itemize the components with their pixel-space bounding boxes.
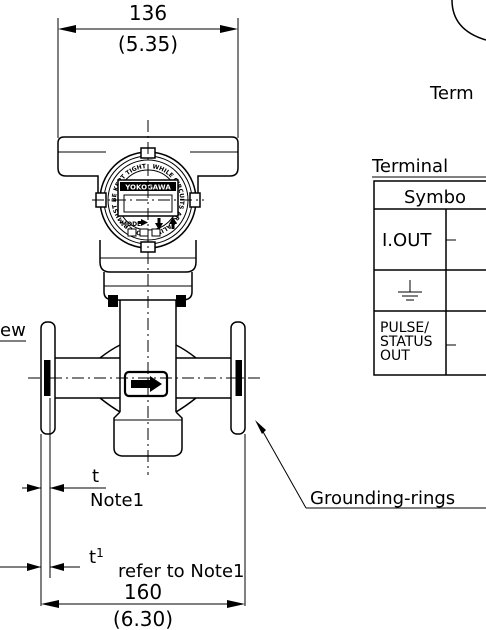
t1-label: t1 [89, 546, 104, 568]
t-label: t [92, 466, 99, 487]
grounding-arrow [255, 420, 266, 434]
top-dim-mm: 136 [129, 1, 167, 25]
right-side-partial: Term Terminal Symbo I.OUT PULSE/ STATUS … [371, 0, 486, 376]
term-title-fragment: Term [429, 83, 474, 104]
note1-label: Note1 [90, 490, 144, 511]
pipe-left-shoulder-top [99, 344, 121, 359]
bolt-right [176, 295, 186, 307]
t1-dim-arrow-left [27, 563, 41, 571]
table-cell-iout: I.OUT [382, 230, 432, 251]
terminal-title-fragment: Terminal [371, 156, 448, 177]
table-cell-out: OUT [380, 348, 410, 364]
key-down-arrow-stem [157, 218, 161, 223]
t-dim-arrow-left [27, 484, 41, 492]
key-up-arrow-stem [171, 224, 175, 229]
pipe-right-shoulder-top [175, 344, 197, 359]
flange-right-face [236, 360, 242, 396]
key-box-3 [151, 228, 161, 237]
grounding-leader: Grounding-rings [255, 420, 486, 509]
bottom-dim-arrow-left [41, 600, 59, 608]
key-box-2 [139, 228, 149, 237]
table-cell-pulse: PULSE/ [380, 320, 429, 336]
pipe-right-shoulder-bottom [175, 397, 197, 413]
bottom-dim-inch: (6.30) [113, 607, 173, 630]
key-box-1 [127, 228, 137, 237]
bolt-left [108, 295, 118, 307]
table-header-symbol: Symbo [404, 187, 466, 208]
t-dim-arrow-right [50, 484, 64, 492]
refer-note-text: refer to Note1 [118, 561, 244, 582]
view-label-fragment: ew [0, 320, 26, 341]
terminal-table: Symbo I.OUT PULSE/ STATUS OUT [373, 180, 486, 376]
terminal-table-frame [373, 180, 486, 376]
bottom-dim-mm: 160 [124, 580, 162, 604]
key-down-arrow-icon [155, 223, 163, 230]
bottom-dim-arrow-right [227, 600, 245, 608]
mode-label: MODE [121, 221, 141, 228]
top-dim-inch: (5.35) [118, 32, 178, 56]
flow-direction-arrow-icon [131, 376, 162, 392]
grounding-leader-line [261, 429, 307, 509]
pipe-left-shoulder-bottom [99, 397, 121, 413]
t1-dim-arrow-right [50, 563, 64, 571]
top-dimension: 136 (5.35) [57, 1, 239, 138]
bottom-dimensions: t Note1 t1 refer to Note1 160 (6.30) [0, 398, 246, 630]
housing-neck [99, 240, 197, 273]
key-right-arrow-icon [141, 219, 148, 226]
grounding-label: Grounding-rings [310, 488, 455, 509]
flange-left-face [44, 360, 50, 396]
key-right-arrow-stem [138, 221, 142, 224]
flow-tube [40, 321, 246, 457]
table-cell-status: STATUS [380, 334, 433, 350]
key-up-arrow-icon [169, 217, 177, 224]
partial-circle-arc [451, 0, 486, 41]
top-dim-arrow-right [220, 25, 238, 33]
ground-icon [398, 280, 422, 301]
top-dim-arrow-left [58, 25, 76, 33]
